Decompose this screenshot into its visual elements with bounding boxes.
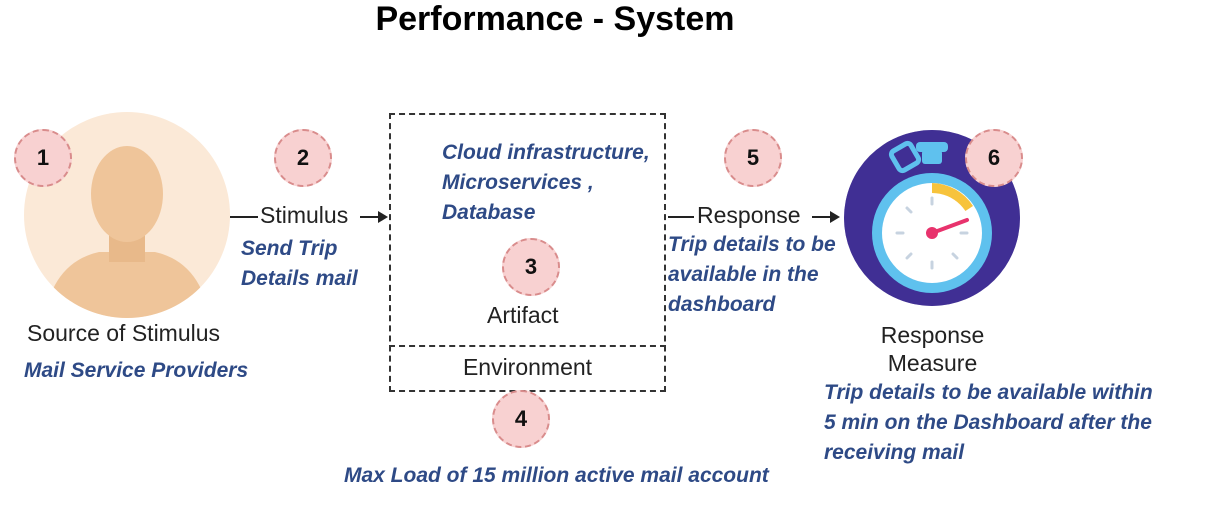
response-measure-detail-3: receiving mail xyxy=(824,441,965,464)
response-arrow-line-left xyxy=(668,216,694,218)
response-detail-3: dashboard xyxy=(668,293,776,316)
response-arrow-line-right xyxy=(812,216,832,218)
source-label: Source of Stimulus xyxy=(27,320,221,346)
step-badge-3: 3 xyxy=(502,238,560,296)
stimulus-arrow-line-right xyxy=(360,216,380,218)
response-measure-label-1: Response xyxy=(880,322,985,348)
source-detail: Mail Service Providers xyxy=(24,359,249,382)
environment-label: Environment xyxy=(462,354,593,380)
response-measure-detail-1: Trip details to be available within xyxy=(824,381,1153,404)
response-measure-detail-2: 5 min on the Dashboard after the xyxy=(824,411,1152,434)
step-badge-5: 5 xyxy=(724,129,782,187)
stimulus-arrow-line-left xyxy=(230,216,258,218)
step-badge-1: 1 xyxy=(14,129,72,187)
artifact-detail-2: Microservices , xyxy=(442,171,594,194)
step-badge-2: 2 xyxy=(274,129,332,187)
artifact-detail-3: Database xyxy=(442,201,536,224)
artifact-detail-1: Cloud infrastructure, xyxy=(442,141,650,164)
response-arrow-head-icon xyxy=(830,211,840,223)
stimulus-detail-1: Send Trip xyxy=(241,237,338,260)
artifact-label: Artifact xyxy=(487,302,559,328)
response-detail-1: Trip details to be xyxy=(668,233,836,256)
person-avatar-icon xyxy=(24,112,230,318)
page-title: Performance - System xyxy=(375,0,735,38)
environment-divider xyxy=(389,345,666,347)
stimulus-label: Stimulus xyxy=(260,202,349,228)
step-badge-6: 6 xyxy=(965,129,1023,187)
environment-detail: Max Load of 15 million active mail accou… xyxy=(344,464,769,487)
response-measure-label-2: Measure xyxy=(887,350,978,376)
stimulus-detail-2: Details mail xyxy=(241,267,358,290)
step-badge-4: 4 xyxy=(492,390,550,448)
response-detail-2: available in the xyxy=(668,263,819,286)
response-label: Response xyxy=(697,202,801,228)
stimulus-arrow-head-icon xyxy=(378,211,388,223)
